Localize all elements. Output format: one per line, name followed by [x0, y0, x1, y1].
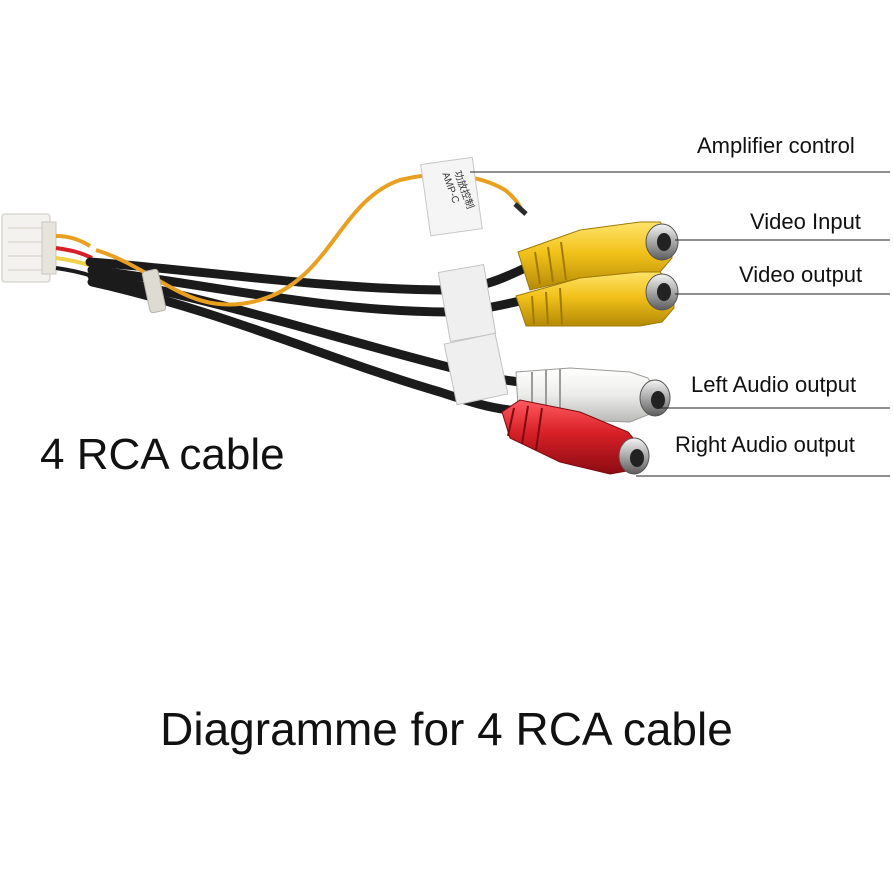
- caption-diagramme: Diagramme for 4 RCA cable: [160, 703, 733, 755]
- label-amplifier-control: Amplifier control: [697, 133, 855, 158]
- label-left-audio-output: Left Audio output: [691, 372, 857, 397]
- amp-wire-tag: AMP-C 功放控制: [420, 156, 483, 237]
- audio-wire-tag: [443, 332, 509, 406]
- heading-4-rca-cable: 4 RCA cable: [40, 430, 285, 479]
- amplifier-wire: [95, 172, 524, 307]
- rca-plug-video-output: [515, 271, 679, 327]
- label-video-input: Video Input: [750, 209, 861, 234]
- cable-tie: [141, 268, 167, 314]
- amplifier-wire-tip: [513, 202, 528, 216]
- rca-plug-right-audio: [501, 399, 650, 475]
- molex-connector: [1, 213, 93, 283]
- label-right-audio-output: Right Audio output: [675, 432, 855, 457]
- label-video-output: Video output: [739, 262, 863, 287]
- video-wire-tag: [437, 263, 497, 343]
